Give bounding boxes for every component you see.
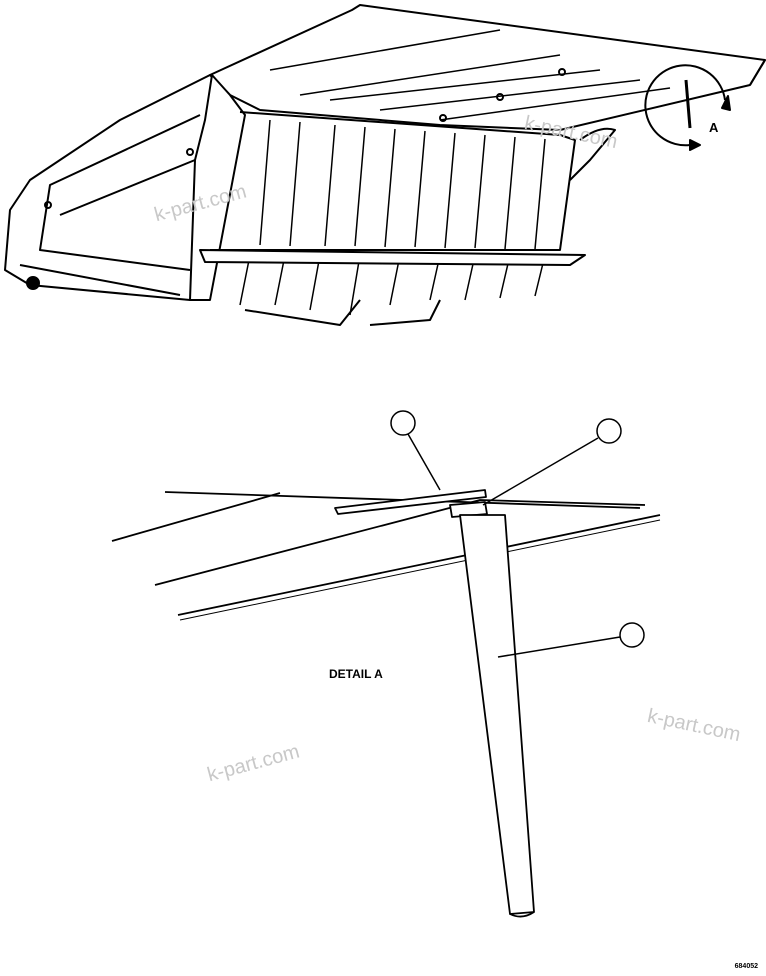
detail-a-callout-circle xyxy=(644,64,731,151)
callout-balloon-2 xyxy=(596,418,622,444)
callout-balloon-1 xyxy=(390,410,416,436)
callout-balloon-3 xyxy=(619,622,645,648)
detail-title: DETAIL A xyxy=(329,667,383,681)
callout-balloons xyxy=(390,410,645,658)
detail-callout-letter: A xyxy=(709,120,719,135)
detail-a-drawing xyxy=(111,489,661,918)
drawing-code: 684052 xyxy=(734,963,758,970)
dump-body xyxy=(4,4,766,326)
